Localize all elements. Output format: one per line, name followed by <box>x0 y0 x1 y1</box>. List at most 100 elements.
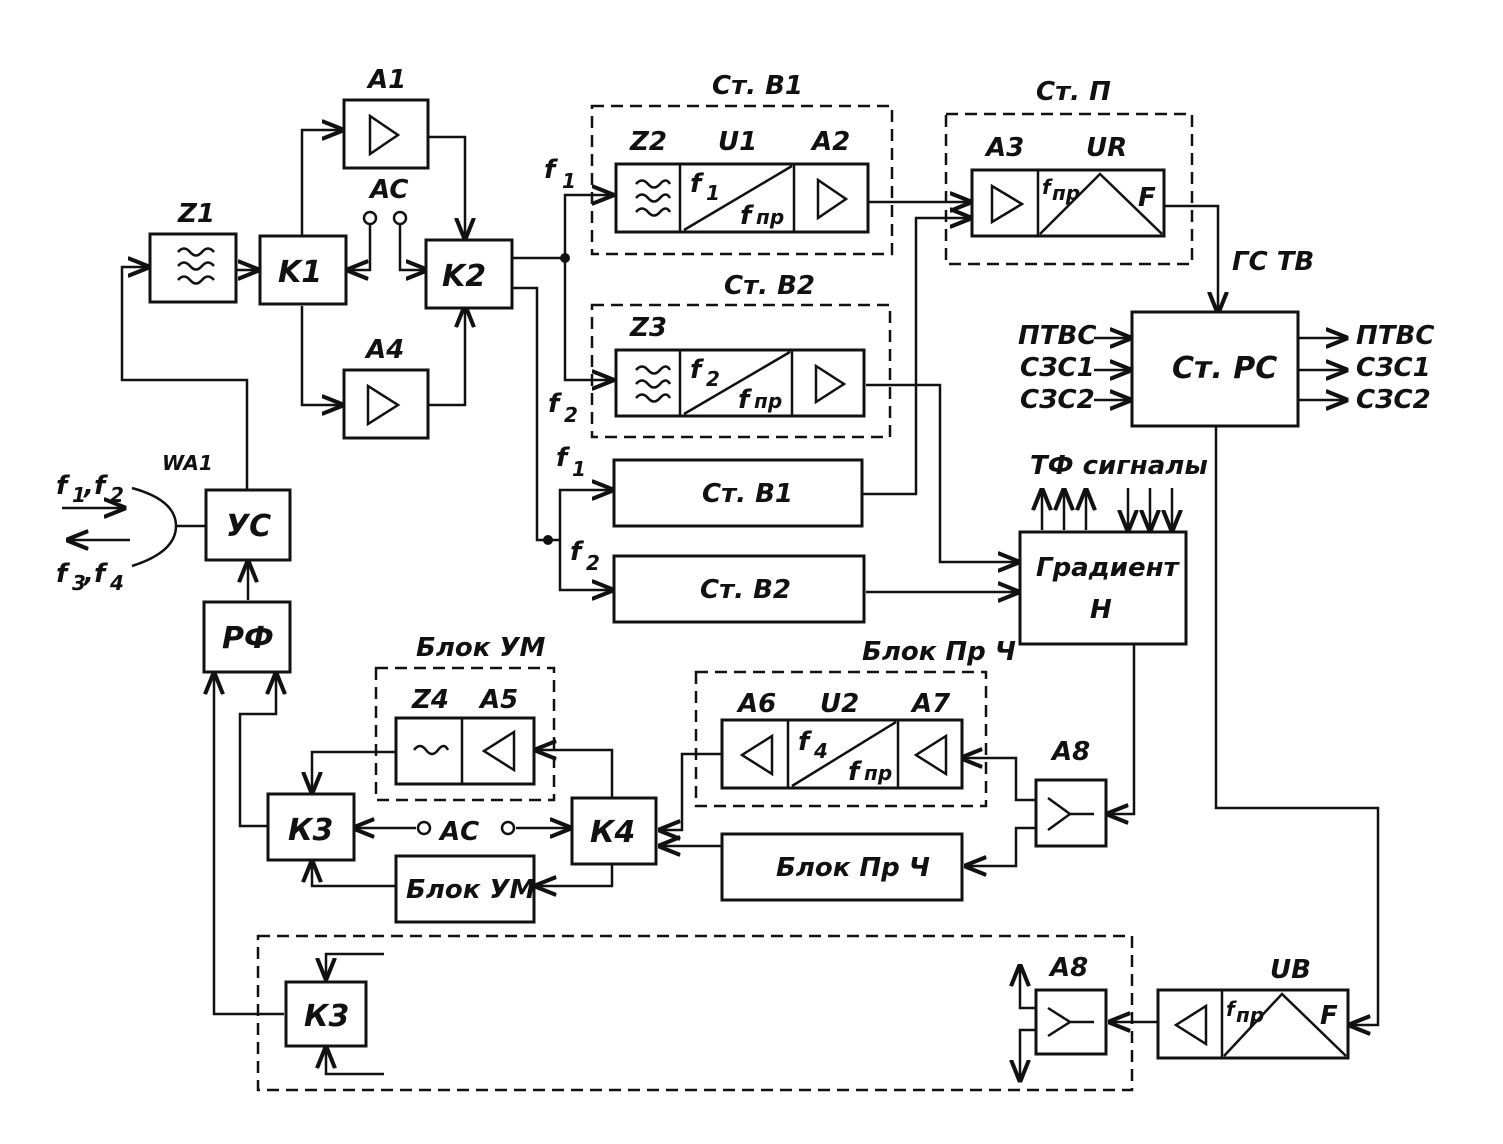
label-z2: Z2 <box>629 127 667 157</box>
label-k3-bottom: К3 <box>304 999 349 1034</box>
label-a2: A2 <box>810 127 850 157</box>
converter-diagonal <box>683 350 791 416</box>
label-f1-sub: 1 <box>706 181 720 205</box>
label-a7: A7 <box>910 689 951 719</box>
label-a3: A3 <box>984 133 1024 163</box>
label-f1-ant-sub: 1 <box>72 483 86 507</box>
switch-contact <box>392 210 408 226</box>
label-f2-sub: 2 <box>706 367 720 391</box>
label-z4: Z4 <box>411 685 449 715</box>
label-k2: K2 <box>442 259 486 294</box>
group-frame-bottom <box>256 934 1134 1092</box>
input-szs2: СЗС2 <box>1020 385 1095 415</box>
connection-lines <box>120 130 1380 1080</box>
label-st-b1: Ст. В1 <box>702 479 793 509</box>
block-k3 <box>266 792 356 862</box>
label-blok-um: Блок УМ <box>416 633 545 663</box>
converter-diagonal <box>791 720 897 788</box>
block-st-rc <box>1130 310 1300 428</box>
label-tf-signals: ТФ сигналы <box>1030 451 1208 481</box>
label-us: УС <box>226 509 271 544</box>
block-st-p <box>970 168 1166 238</box>
amplifier-icon <box>990 183 1025 225</box>
filter-icon <box>635 365 672 403</box>
group-frame-blok-pr-ch <box>694 670 988 808</box>
label-f1-ant: f <box>56 471 71 501</box>
label-ub: UB <box>1270 955 1311 985</box>
block-st-b1 <box>612 458 864 528</box>
label-gs-tv: ГС ТВ <box>1232 247 1314 277</box>
label-fpr: f <box>848 757 863 787</box>
junction-dot <box>543 535 553 545</box>
amplifier-icon <box>368 113 401 157</box>
amplifier-icon <box>816 177 849 221</box>
label-f1-low-sub: 1 <box>572 457 586 481</box>
block-k3-bottom <box>284 980 368 1048</box>
label-f1-in: f <box>690 169 705 199</box>
label-a5: A5 <box>478 685 518 715</box>
block-blok-pr-ch <box>720 832 964 902</box>
group-frame-st-v2 <box>590 303 892 439</box>
label-fpr-sub: пр <box>754 389 782 413</box>
label-f2-low-sub: 2 <box>586 551 600 575</box>
label-f4-sub: 4 <box>813 739 828 763</box>
block-rf <box>202 600 292 674</box>
block-a1 <box>342 98 430 170</box>
label-st-v1: Ст. В1 <box>712 71 803 101</box>
label-f-out: F <box>1138 183 1156 213</box>
label-a4: A4 <box>364 335 404 365</box>
label-f3-ant-sub: 3 <box>72 571 86 595</box>
filter-icon <box>413 744 450 756</box>
amplifier-icon <box>814 363 847 405</box>
label-gradient: Градиент <box>1036 553 1181 583</box>
label-k3: К3 <box>288 813 333 848</box>
label-f2-in: f <box>690 355 705 385</box>
label-blok-pr-ch-lower: Блок Пр Ч <box>776 853 930 883</box>
label-gradient-h: Н <box>1090 595 1112 625</box>
label-fpr: f <box>738 385 753 415</box>
label-comma: , <box>83 559 94 589</box>
amplifier-icon <box>739 733 774 777</box>
demodulator-triangle <box>1223 992 1347 1057</box>
block-blok-um <box>394 854 536 924</box>
antenna-icon <box>131 486 178 568</box>
group-frame-blok-um <box>374 666 556 802</box>
label-f2-ant-sub: 2 <box>110 483 124 507</box>
label-fpr-ub-sub: пр <box>1236 1003 1264 1027</box>
label-ac-lower: АС <box>438 817 479 847</box>
label-z3: Z3 <box>629 313 667 343</box>
label-f2-ant: f <box>94 471 109 501</box>
label-st-v2: Ст. В2 <box>724 271 815 301</box>
label-st-p: Ст. П <box>1036 77 1111 107</box>
filter-icon <box>177 247 215 285</box>
label-f2-low: f <box>570 537 585 567</box>
junction-dot <box>560 253 570 263</box>
block-us <box>204 488 292 562</box>
amplifier-icon <box>1173 1003 1208 1047</box>
label-rf: РФ <box>222 621 274 656</box>
label-a8: A8 <box>1050 737 1090 767</box>
block-k1 <box>258 234 348 306</box>
label-comma: , <box>83 471 94 501</box>
label-blok-pr-ch: Блок Пр Ч <box>862 637 1016 667</box>
block-st-v2 <box>614 348 866 418</box>
switch-contact <box>362 210 378 226</box>
block-k2 <box>424 238 514 310</box>
label-f1-top-sub: 1 <box>562 169 576 193</box>
label-a6: A6 <box>736 689 776 719</box>
amplifier-icon <box>366 383 401 427</box>
demodulator-triangle <box>1039 172 1163 235</box>
label-ac: AC <box>368 175 408 205</box>
converter-diagonal <box>683 164 793 232</box>
label-f4-ant: f <box>94 559 109 589</box>
label-f4-in: f <box>798 727 813 757</box>
label-fpr: f <box>740 201 755 231</box>
label-f3-ant: f <box>56 559 71 589</box>
input-szs1: СЗС1 <box>1020 353 1095 383</box>
label-fpr-p: f <box>1042 175 1053 199</box>
label-fpr-sub: пр <box>756 205 784 229</box>
filter-icon <box>635 179 672 217</box>
splitter-icon <box>1047 796 1094 832</box>
block-st-v1 <box>614 162 870 234</box>
label-f1-low: f <box>556 443 571 473</box>
